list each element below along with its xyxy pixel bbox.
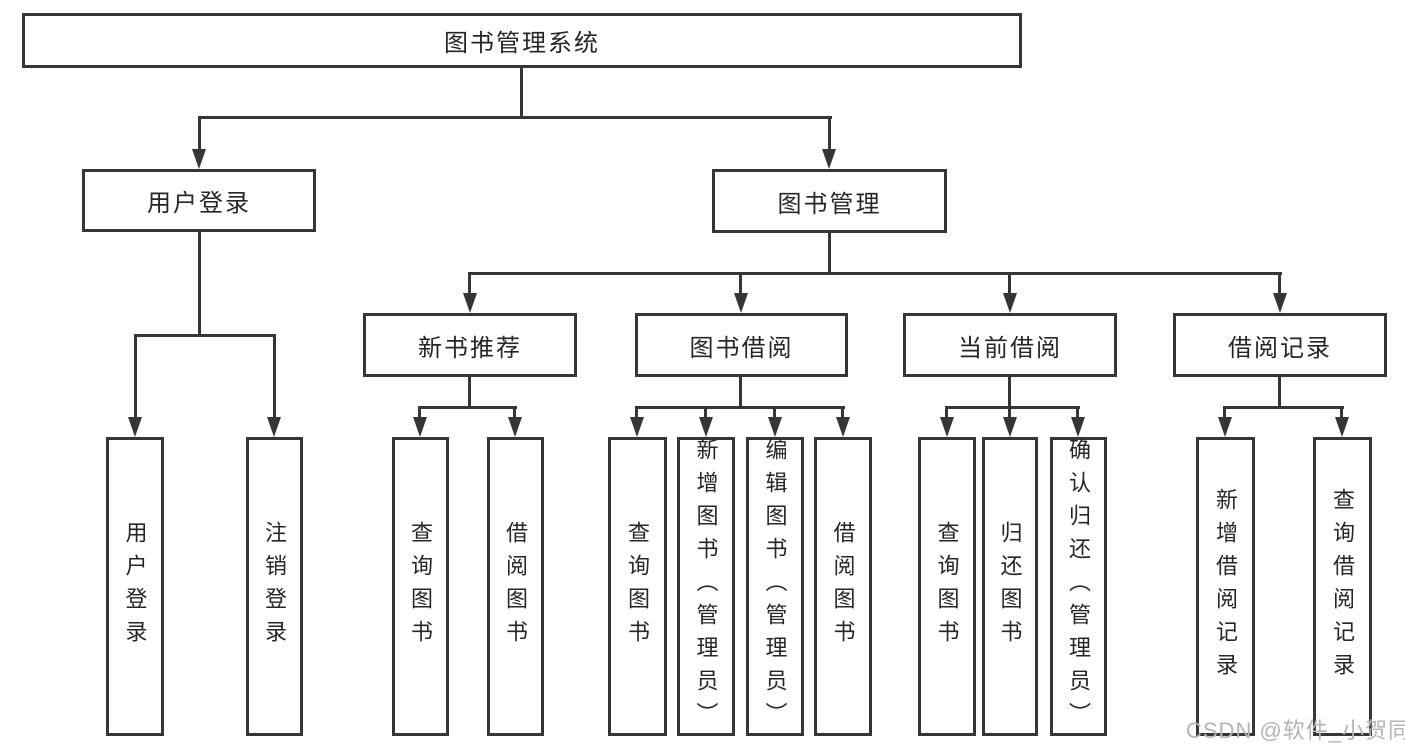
connector-drop-borrow-4 bbox=[841, 406, 844, 419]
leaf-query-borrow-record-label: 查询借阅记录 bbox=[1330, 487, 1356, 686]
connector-drop-book-management bbox=[828, 116, 831, 152]
connector-drop-current-3 bbox=[1076, 406, 1079, 419]
node-user-login-label: 用户登录 bbox=[147, 190, 251, 217]
leaf-recommend-borrow-books: 借阅图书 bbox=[487, 437, 544, 736]
node-book-borrow: 图书借阅 bbox=[635, 313, 848, 377]
arrowhead-records-1 bbox=[1218, 417, 1232, 437]
node-book-management-label: 图书管理 bbox=[777, 190, 882, 218]
leaf-add-borrow-record-label: 新增借阅记录 bbox=[1213, 487, 1239, 686]
arrowhead-borrow-records bbox=[1273, 293, 1287, 313]
watermark: CSDN @软件_小贺同学 bbox=[1186, 718, 1405, 743]
connector-drop-current-borrow bbox=[1008, 272, 1011, 296]
connector-root-stem bbox=[520, 66, 523, 117]
leaf-borrow-query-books-label: 查询图书 bbox=[625, 520, 651, 653]
arrowhead-current-2 bbox=[1003, 417, 1017, 437]
arrowhead-leaf-user-login bbox=[128, 417, 142, 437]
arrowhead-recommend-1 bbox=[413, 417, 427, 437]
leaf-confirm-return-admin: 确认归还（管理员） bbox=[1050, 437, 1107, 736]
arrowhead-borrow-1 bbox=[630, 417, 644, 437]
connector-drop-leaf-user-login bbox=[134, 334, 137, 419]
connector-drop-recommend-2 bbox=[513, 406, 516, 419]
arrowhead-records-2 bbox=[1335, 417, 1349, 437]
connector-records-rail bbox=[1223, 406, 1344, 409]
leaf-recommend-query-books-label: 查询图书 bbox=[408, 520, 434, 653]
leaf-logout: 注销登录 bbox=[246, 437, 303, 736]
connector-drop-current-2 bbox=[1008, 406, 1011, 419]
connector-level3-rail bbox=[468, 272, 1282, 275]
connector-recommend-rail bbox=[418, 406, 517, 409]
arrowhead-user-login bbox=[192, 149, 206, 169]
arrowhead-current-borrow bbox=[1003, 293, 1017, 313]
connector-borrow-rail bbox=[635, 406, 845, 409]
arrowhead-leaf-logout bbox=[267, 417, 281, 437]
node-user-login: 用户登录 bbox=[82, 169, 316, 232]
arrowhead-current-3 bbox=[1071, 417, 1085, 437]
node-current-borrow: 当前借阅 bbox=[903, 313, 1117, 377]
node-new-book-recommend-label: 新书推荐 bbox=[418, 334, 522, 362]
leaf-current-query-books: 查询图书 bbox=[918, 437, 976, 736]
node-borrow-records: 借阅记录 bbox=[1173, 313, 1387, 377]
arrowhead-borrow-2 bbox=[699, 417, 713, 437]
connector-user-login-stem bbox=[198, 232, 201, 336]
node-new-book-recommend: 新书推荐 bbox=[363, 313, 577, 377]
leaf-recommend-borrow-books-label: 借阅图书 bbox=[503, 520, 529, 653]
node-book-borrow-label: 图书借阅 bbox=[689, 334, 794, 362]
connector-drop-new-book-recommend bbox=[468, 272, 471, 296]
connector-drop-current-1 bbox=[945, 406, 948, 419]
leaf-query-borrow-record: 查询借阅记录 bbox=[1313, 437, 1372, 736]
leaf-logout-label: 注销登录 bbox=[262, 520, 288, 653]
leaf-confirm-return-admin-label: 确认归还（管理员） bbox=[1066, 438, 1092, 735]
connector-recommend-stem bbox=[468, 377, 471, 408]
leaf-borrow-book: 借阅图书 bbox=[814, 437, 872, 736]
leaf-current-query-books-label: 查询图书 bbox=[934, 520, 960, 653]
leaf-return-book: 归还图书 bbox=[982, 437, 1038, 736]
connector-drop-borrow-records bbox=[1278, 272, 1281, 296]
connector-book-management-stem bbox=[828, 233, 831, 274]
leaf-return-book-label: 归还图书 bbox=[997, 520, 1023, 653]
leaf-edit-book-admin: 编辑图书（管理员） bbox=[746, 437, 804, 736]
connector-drop-recommend-1 bbox=[418, 406, 421, 419]
connector-borrow-stem bbox=[739, 377, 742, 408]
leaf-user-login: 用户登录 bbox=[106, 437, 164, 736]
arrowhead-borrow-3 bbox=[768, 417, 782, 437]
connector-drop-records-1 bbox=[1223, 406, 1226, 419]
node-borrow-records-label: 借阅记录 bbox=[1228, 334, 1332, 362]
arrowhead-recommend-2 bbox=[508, 417, 522, 437]
leaf-add-borrow-record: 新增借阅记录 bbox=[1196, 437, 1255, 736]
connector-drop-book-borrow bbox=[739, 272, 742, 296]
leaf-recommend-query-books: 查询图书 bbox=[392, 437, 449, 736]
connector-drop-borrow-2 bbox=[704, 406, 707, 419]
leaf-user-login-label: 用户登录 bbox=[122, 520, 148, 653]
connector-current-stem bbox=[1008, 377, 1011, 408]
connector-drop-borrow-3 bbox=[773, 406, 776, 419]
connector-records-stem bbox=[1278, 377, 1281, 408]
arrowhead-new-book-recommend bbox=[463, 293, 477, 313]
connector-current-rail bbox=[945, 406, 1080, 409]
node-root: 图书管理系统 bbox=[22, 13, 1022, 68]
node-book-management: 图书管理 bbox=[712, 169, 947, 233]
arrowhead-current-1 bbox=[940, 417, 954, 437]
leaf-add-book-admin-label: 新增图书（管理员） bbox=[693, 438, 719, 735]
connector-user-login-rail bbox=[134, 334, 276, 337]
node-current-borrow-label: 当前借阅 bbox=[958, 334, 1062, 362]
connector-drop-user-login bbox=[198, 116, 201, 152]
arrowhead-book-management bbox=[822, 149, 836, 169]
leaf-edit-book-admin-label: 编辑图书（管理员） bbox=[762, 438, 788, 735]
node-root-label: 图书管理系统 bbox=[444, 30, 600, 57]
arrowhead-borrow-4 bbox=[836, 417, 850, 437]
arrowhead-book-borrow bbox=[734, 293, 748, 313]
leaf-add-book-admin: 新增图书（管理员） bbox=[677, 437, 735, 736]
connector-drop-borrow-1 bbox=[635, 406, 638, 419]
connector-level2-rail bbox=[198, 116, 832, 119]
connector-drop-records-2 bbox=[1340, 406, 1343, 419]
leaf-borrow-book-label: 借阅图书 bbox=[830, 520, 856, 653]
connector-drop-leaf-logout bbox=[273, 334, 276, 419]
leaf-borrow-query-books: 查询图书 bbox=[608, 437, 667, 736]
